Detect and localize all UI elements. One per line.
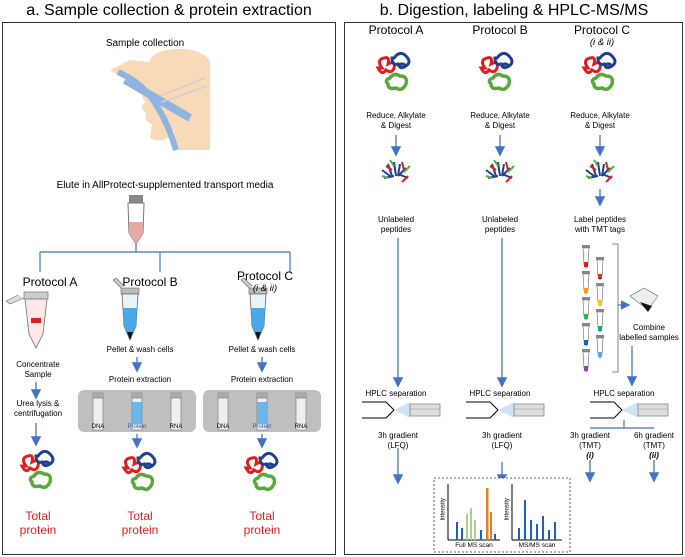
total-protein-b-1: Total <box>127 509 153 523</box>
reduce-a-1: Reduce, Alkylate <box>366 111 426 120</box>
total-protein-c-1: Total <box>249 509 275 523</box>
gradient-c-ii: 6h gradient <box>633 431 675 440</box>
hplc-label-a: HPLC separation <box>365 389 427 398</box>
full-ms-spectrum <box>447 484 500 541</box>
total-protein-a-2: protein <box>19 523 57 537</box>
protein-label-b: Protein <box>127 424 147 430</box>
reduce-c-1: Reduce, Alkylate <box>570 111 630 120</box>
panel-b-protocol-a: Protocol A <box>368 23 424 37</box>
panel-a-title: a. Sample collection & protein extractio… <box>26 2 312 19</box>
tmt-c-ii: (TMT) <box>643 441 665 450</box>
panel-a-protocol-c: Protocol C <box>236 269 294 283</box>
i-label: (i) <box>586 451 594 460</box>
gradient-b: 3h gradient <box>481 431 523 440</box>
combine-label-1: Combine <box>632 323 665 332</box>
extraction-label-b: Protein extraction <box>108 375 172 384</box>
concentrate-label-2: Sample <box>24 370 52 379</box>
protocol-a-tube <box>5 291 49 350</box>
full-ms-label: Full MS scan <box>455 542 493 549</box>
panel-b-title: b. Digestion, labeling & HPLC-MS/MS <box>379 2 649 19</box>
urea-label-1: Urea lysis & <box>16 399 60 408</box>
lfq-b: (LFQ) <box>491 441 513 450</box>
pellet-label-c: Pellet & wash cells <box>228 345 296 354</box>
urea-label-2: centrifugation <box>13 409 63 418</box>
label-peptides-2: with TMT tags <box>575 225 625 234</box>
reduce-c-2: & Digest <box>584 121 616 130</box>
ms-spectra-box <box>433 477 571 553</box>
lfq-a: (LFQ) <box>387 441 409 450</box>
dna-label-c: DNA <box>216 424 230 430</box>
panel-a-protocol-b: Protocol B <box>122 275 178 289</box>
gradient-a: 3h gradient <box>377 431 419 440</box>
unlabeled-b-1: Unlabeled <box>481 215 519 224</box>
rna-label-b: RNA <box>169 424 183 430</box>
msms-spectrum <box>511 484 562 541</box>
panel-b-protocol-b: Protocol B <box>472 23 528 37</box>
concentrate-label-1: Concentrate <box>16 360 60 369</box>
extraction-label-c: Protein extraction <box>230 375 294 384</box>
reduce-a-2: & Digest <box>380 121 412 130</box>
reduce-b-1: Reduce, Alkylate <box>470 111 530 120</box>
rna-label-c: RNA <box>294 424 308 430</box>
pellet-label-b: Pellet & wash cells <box>106 345 174 354</box>
label-peptides-1: Label peptides <box>573 215 627 224</box>
head-illustration <box>110 48 210 151</box>
reduce-b-2: & Digest <box>484 121 516 130</box>
unlabeled-a-1: Unlabeled <box>377 215 415 224</box>
total-protein-a-1: Total <box>25 509 51 523</box>
total-protein-b-2: protein <box>121 523 159 537</box>
panel-b-frame <box>344 22 683 555</box>
tmt-vials <box>581 244 605 373</box>
combined-tube <box>629 287 659 312</box>
panel-b-protocol-c-sub: (i & ii) <box>589 37 615 48</box>
dna-label-b: DNA <box>91 424 105 430</box>
unlabeled-b-2: peptides <box>484 225 516 234</box>
elute-label: Elute in AllProtect-supplemented transpo… <box>56 180 274 191</box>
combine-label-2: labelled samples <box>619 333 679 342</box>
total-protein-c-2: protein <box>243 523 281 537</box>
tmt-c-i: (TMT) <box>579 441 601 450</box>
panel-b-protocol-c: Protocol C <box>573 23 631 37</box>
panel-a-protocol-a: Protocol A <box>22 275 78 289</box>
hplc-label-c: HPLC separation <box>593 389 655 398</box>
intensity-label-2: Intensity <box>504 498 511 521</box>
ii-label: (ii) <box>649 451 659 460</box>
sample-collection-label: Sample collection <box>105 38 185 49</box>
unlabeled-a-2: peptides <box>380 225 412 234</box>
panel-a-protocol-c-sub: (i & ii) <box>252 283 278 294</box>
msms-label: MS/MS scan <box>518 542 556 549</box>
intensity-label-1: Intensity <box>440 498 447 521</box>
transport-tube <box>127 195 145 245</box>
panel-a-frame <box>2 22 336 555</box>
protein-label-c: Protein <box>252 424 272 430</box>
gradient-c-i: 3h gradient <box>569 431 611 440</box>
hplc-label-b: HPLC separation <box>469 389 531 398</box>
